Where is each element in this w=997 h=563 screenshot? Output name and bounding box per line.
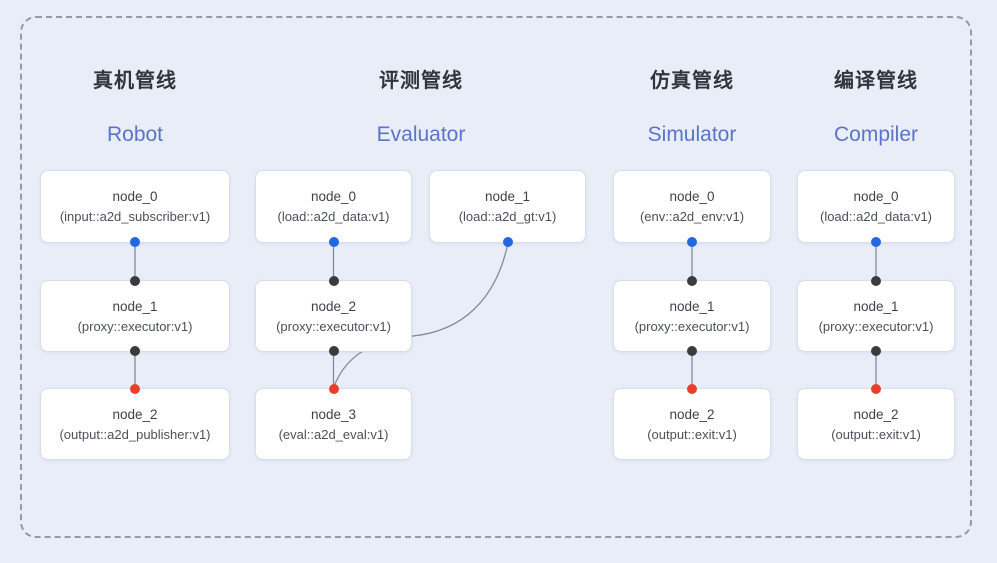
node-card-compiler-node1: node_1 (proxy::executor:v1): [797, 276, 955, 356]
sink-port-dot: [687, 384, 697, 394]
node-card-simulator-node0: node_0 (env::a2d_env:v1): [613, 170, 771, 247]
source-port-dot: [328, 237, 339, 247]
node-name: node_2: [112, 406, 158, 422]
node-name: node_0: [112, 189, 158, 204]
output-port-dot: [871, 346, 881, 356]
node-name: node_2: [853, 406, 899, 422]
pipeline-title-zh-evaluator: 评测管线: [379, 70, 463, 92]
node-card-evaluator-node2: node_2 (proxy::executor:v1): [255, 276, 412, 356]
node-name: node_1: [484, 189, 531, 204]
node-type: (output::exit:v1): [831, 426, 921, 442]
pipeline-title-en-evaluator: Evaluator: [376, 123, 466, 146]
node-type: (load::a2d_data:v1): [819, 209, 933, 224]
node-card-compiler-node0: node_0 (load::a2d_data:v1): [797, 170, 955, 247]
node-name: node_1: [669, 298, 715, 314]
node-name: node_0: [853, 189, 899, 204]
pipeline-title-en-robot: Robot: [106, 123, 164, 146]
node-card-evaluator-node3: node_3 (eval::a2d_eval:v1): [255, 384, 412, 460]
input-port-dot: [871, 276, 881, 286]
pipeline-title-zh-simulator: 仿真管线: [650, 70, 734, 92]
node-card-evaluator-node0: node_0 (load::a2d_data:v1): [255, 170, 412, 247]
input-port-dot: [328, 276, 339, 286]
source-port-dot: [130, 237, 140, 247]
pipeline-title-en-simulator: Simulator: [647, 123, 737, 146]
input-port-dot: [687, 276, 697, 286]
node-type: (proxy::executor:v1): [276, 318, 391, 334]
node-type: (load::a2d_data:v1): [277, 209, 390, 224]
node-type: (output::exit:v1): [647, 426, 737, 442]
sink-port-dot: [130, 384, 140, 394]
node-name: node_1: [112, 298, 158, 314]
output-port-dot: [687, 346, 697, 356]
node-card-simulator-node1: node_1 (proxy::executor:v1): [613, 276, 771, 356]
input-port-dot: [130, 276, 140, 286]
sink-port-dot: [328, 384, 339, 394]
node-card-robot-node0: node_0 (input::a2d_subscriber:v1): [40, 170, 230, 247]
node-type: (input::a2d_subscriber:v1): [59, 209, 211, 224]
pipeline-title-en-compiler: Compiler: [833, 123, 919, 146]
node-type: (output::a2d_publisher:v1): [59, 426, 211, 442]
node-type: (load::a2d_gt:v1): [458, 209, 557, 224]
node-name: node_3: [310, 406, 357, 422]
node-name: node_0: [310, 189, 357, 204]
node-card-robot-node1: node_1 (proxy::executor:v1): [40, 276, 230, 356]
node-type: (proxy::executor:v1): [818, 318, 934, 334]
node-name: node_0: [669, 189, 715, 204]
node-card-simulator-node2: node_2 (output::exit:v1): [613, 384, 771, 460]
node-type: (eval::a2d_eval:v1): [278, 426, 389, 442]
node-name: node_1: [853, 298, 899, 314]
node-name: node_2: [669, 406, 715, 422]
pipeline-title-zh-robot: 真机管线: [93, 70, 177, 92]
node-type: (proxy::executor:v1): [77, 318, 193, 334]
node-type: (env::a2d_env:v1): [639, 209, 745, 224]
source-port-dot: [687, 237, 697, 247]
edge-evaluator-n1-n3-curve: [332, 242, 509, 389]
source-port-dot: [871, 237, 881, 247]
output-port-dot: [130, 346, 140, 356]
dashed-border-frame: [20, 16, 972, 538]
node-card-evaluator-node1: node_1 (load::a2d_gt:v1): [429, 170, 586, 247]
output-port-dot: [328, 346, 339, 356]
node-type: (proxy::executor:v1): [634, 318, 750, 334]
node-card-robot-node2: node_2 (output::a2d_publisher:v1): [40, 384, 230, 460]
pipeline-title-zh-compiler: 编译管线: [834, 70, 918, 92]
sink-port-dot: [871, 384, 881, 394]
node-name: node_2: [310, 298, 357, 314]
source-port-dot: [502, 237, 513, 247]
node-card-compiler-node2: node_2 (output::exit:v1): [797, 384, 955, 460]
